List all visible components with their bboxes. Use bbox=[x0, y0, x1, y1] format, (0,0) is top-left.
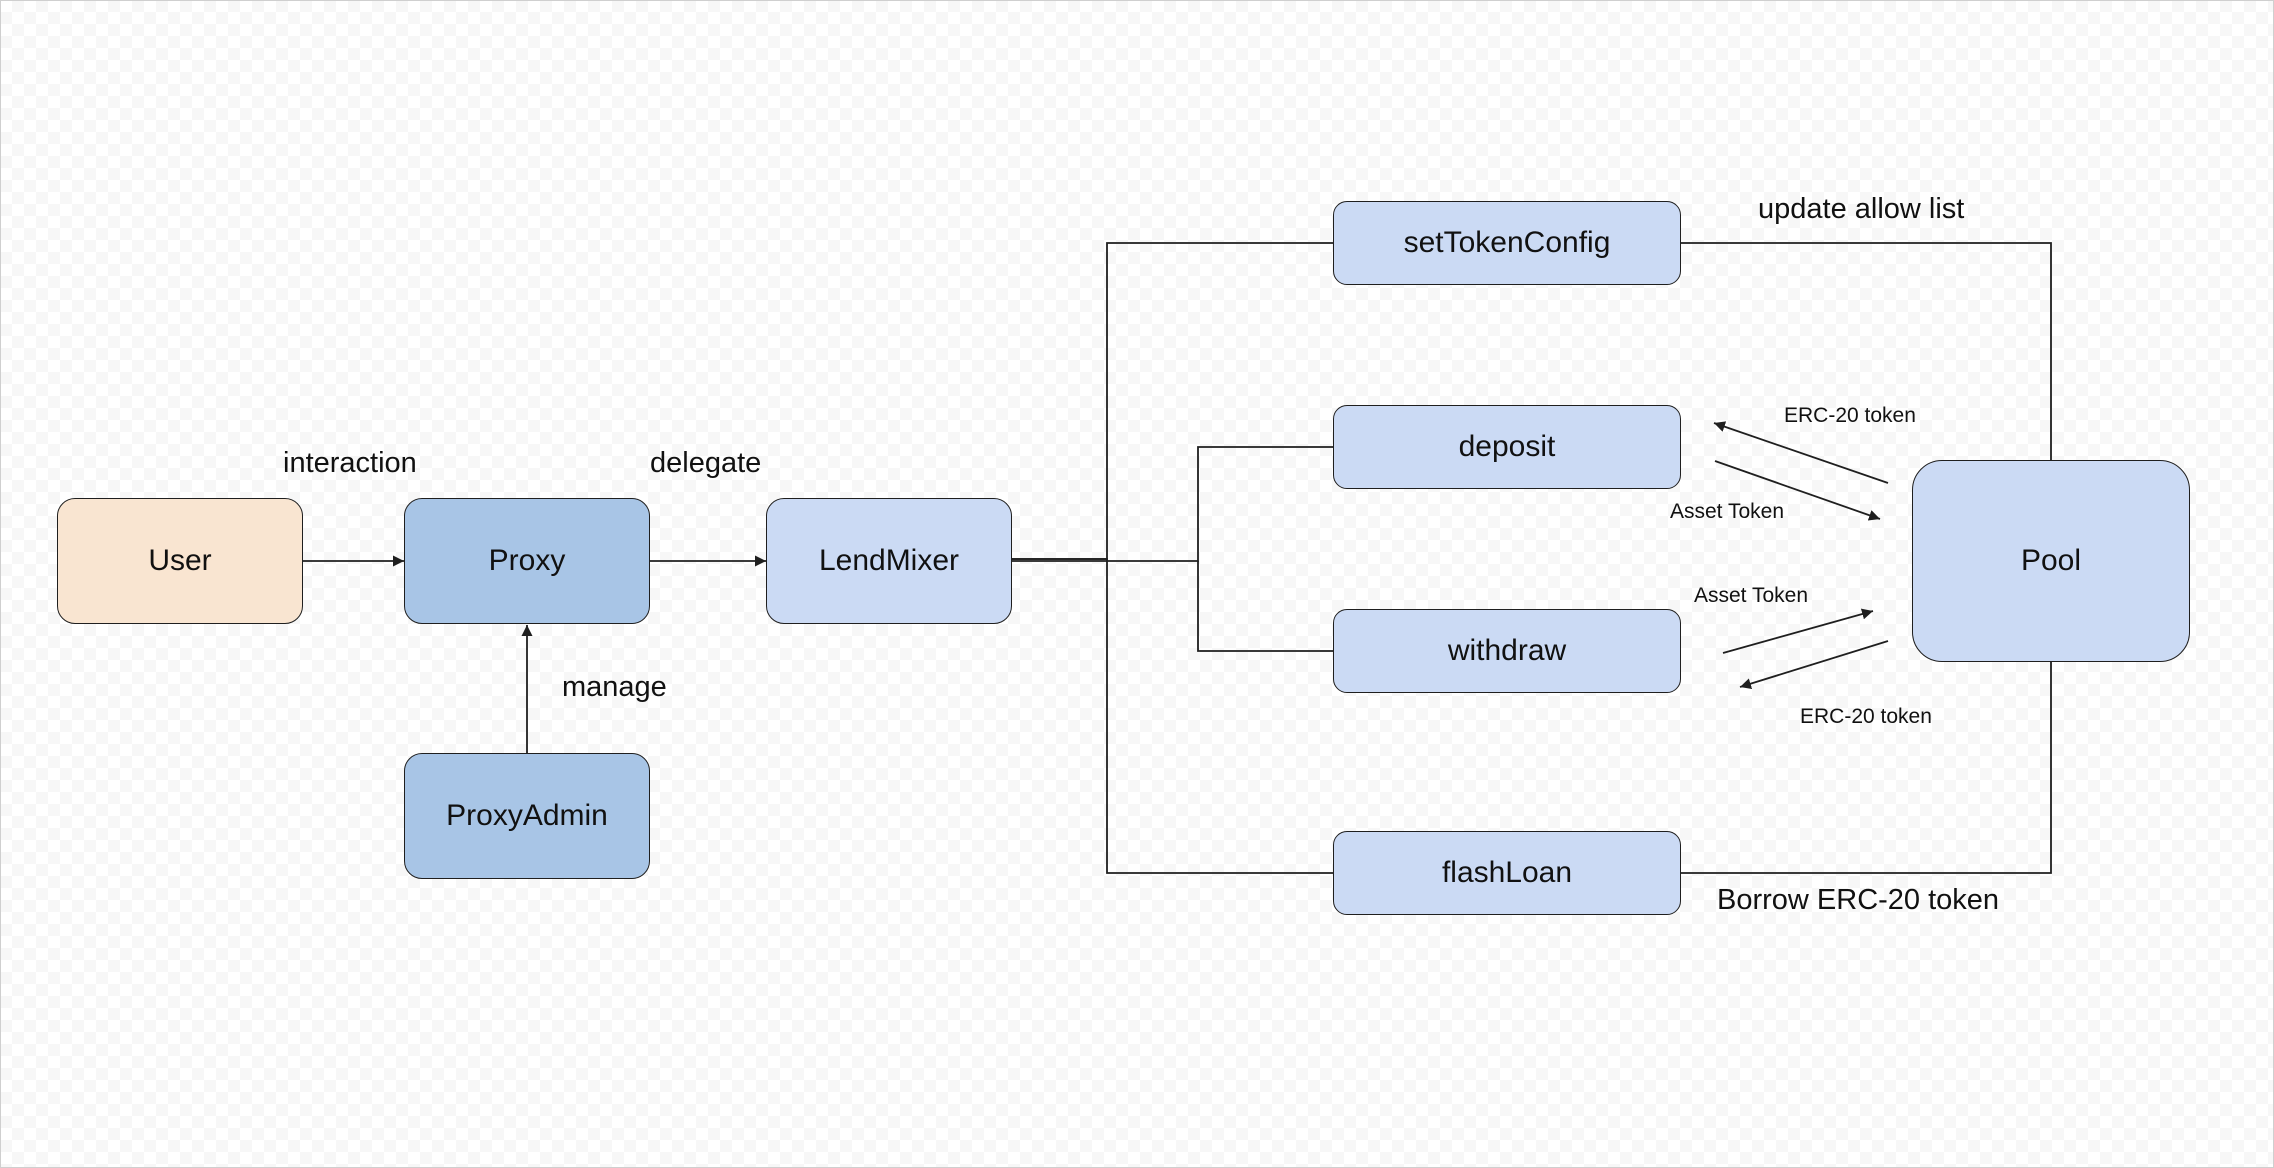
node-withdraw: withdraw bbox=[1333, 609, 1681, 693]
label-borrow: Borrow ERC-20 token bbox=[1717, 884, 2000, 916]
edge-branch-to-withdraw bbox=[1197, 561, 1333, 652]
node-deposit: deposit bbox=[1333, 405, 1681, 489]
label-withdraw-asset: Asset Token bbox=[1694, 584, 1809, 607]
edge-settokenconfig-to-pool bbox=[1681, 242, 2052, 460]
node-flashloan: flashLoan bbox=[1333, 831, 1681, 915]
label-withdraw-erc20: ERC-20 token bbox=[1800, 705, 1932, 728]
edge-lendmixer-to-deposit-withdraw bbox=[1012, 446, 1333, 562]
arrow-withdraw-to-pool-asset bbox=[1722, 608, 1874, 654]
node-lendmixer: LendMixer bbox=[766, 498, 1012, 624]
label-update-allow-list: update allow list bbox=[1758, 193, 1965, 225]
label-manage: manage bbox=[562, 671, 667, 703]
edge-lendmixer-to-settokenconfig bbox=[1012, 242, 1333, 560]
node-settokenconfig: setTokenConfig bbox=[1333, 201, 1681, 285]
label-deposit-asset: Asset Token bbox=[1670, 500, 1785, 523]
label-delegate: delegate bbox=[650, 447, 762, 479]
arrow-deposit-to-pool-asset bbox=[1714, 460, 1881, 521]
edge-flashloan-to-pool bbox=[1681, 662, 2052, 874]
node-pool: Pool bbox=[1912, 460, 2190, 662]
node-proxy: Proxy bbox=[404, 498, 650, 624]
arrow-pool-to-withdraw-erc20 bbox=[1739, 640, 1889, 689]
node-user: User bbox=[57, 498, 303, 624]
edge-lendmixer-to-flashloan bbox=[1012, 558, 1333, 874]
node-proxy-admin: ProxyAdmin bbox=[404, 753, 650, 879]
label-deposit-erc20: ERC-20 token bbox=[1784, 404, 1916, 427]
arrow-pool-to-deposit-erc20 bbox=[1713, 421, 1889, 484]
label-interaction: interaction bbox=[283, 447, 417, 479]
